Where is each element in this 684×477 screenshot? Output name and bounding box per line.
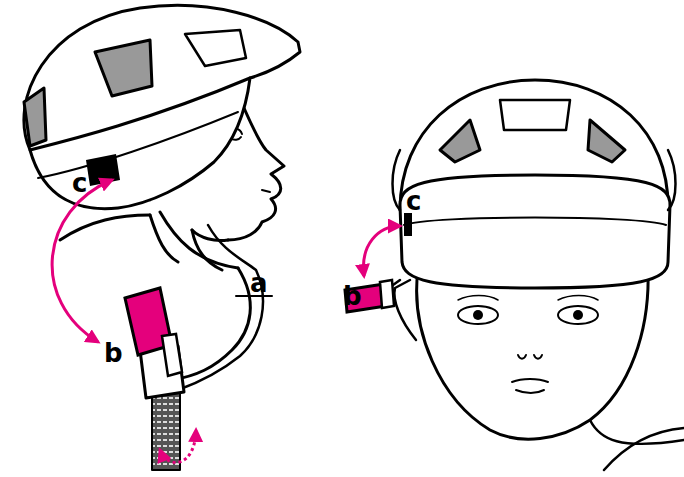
part-letter: a <box>250 270 268 296</box>
part-letter: c <box>406 188 421 214</box>
part-letter: b <box>343 283 362 309</box>
part-letter: b <box>104 340 123 366</box>
part-letter: c <box>72 170 87 196</box>
